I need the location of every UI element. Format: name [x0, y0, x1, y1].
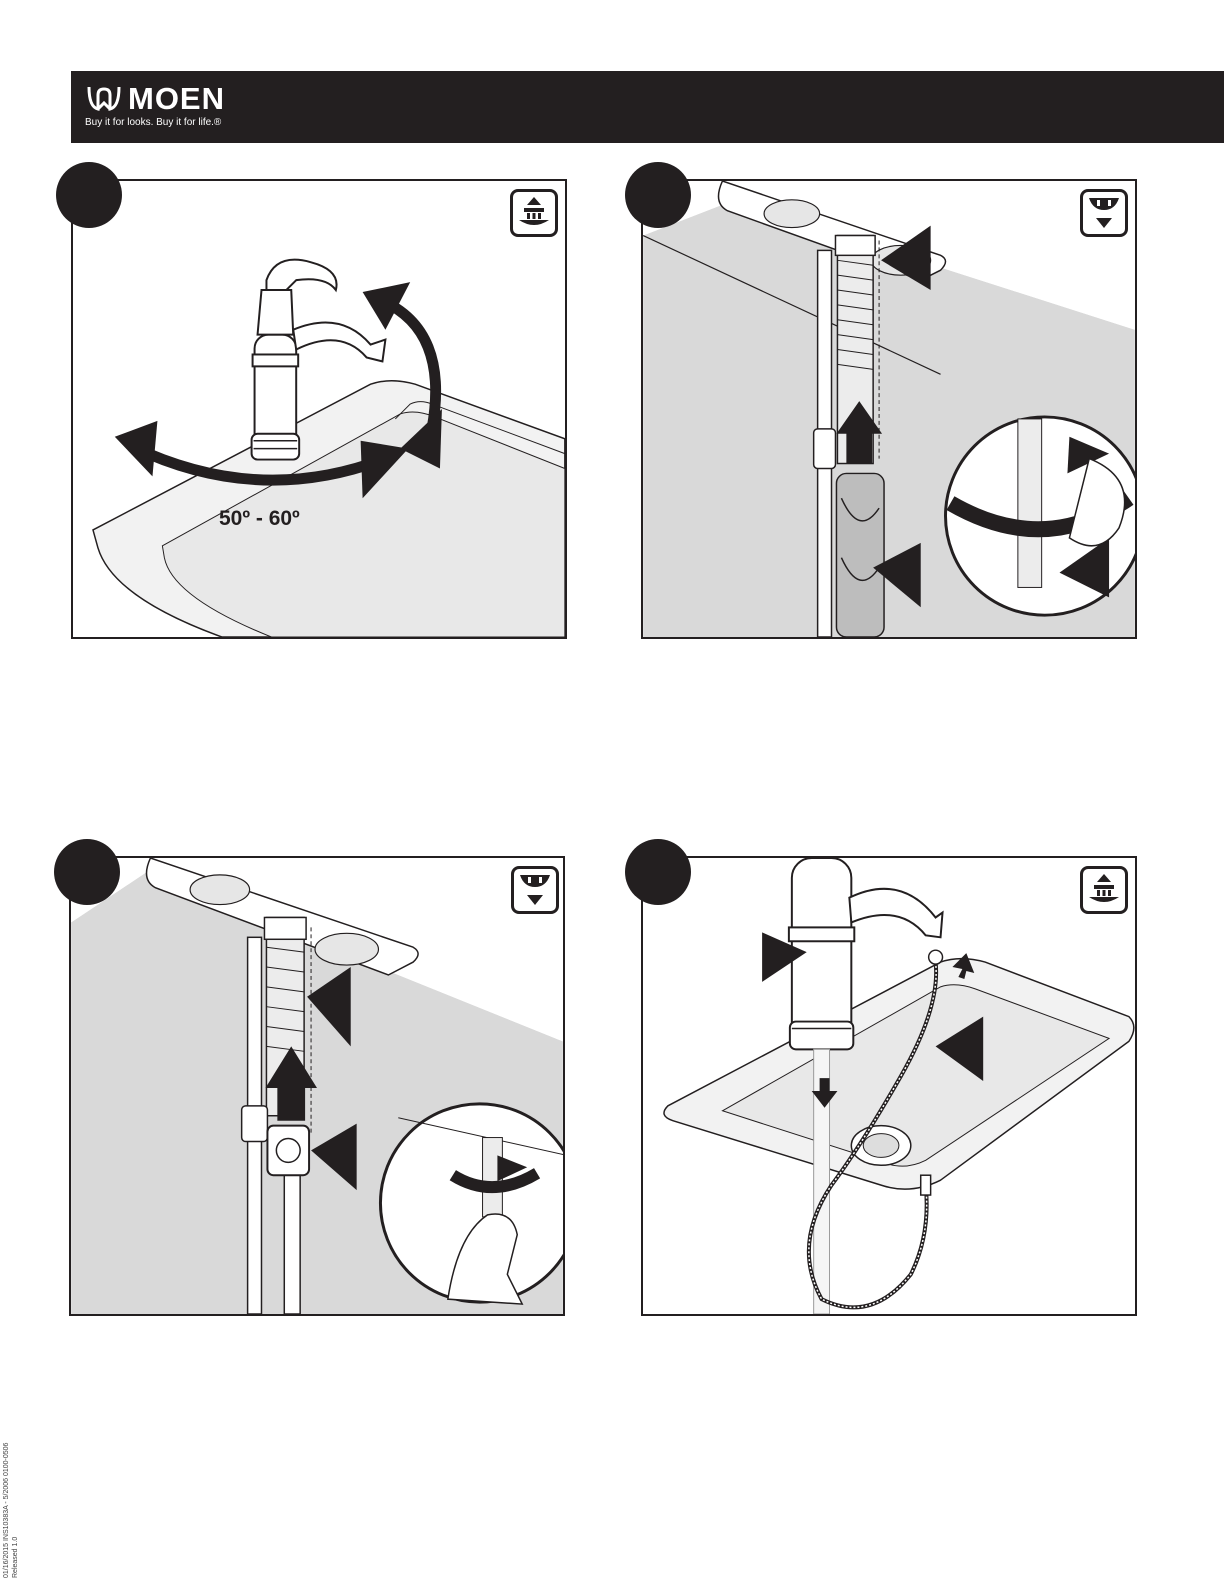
step-4-location-badge — [1080, 866, 1128, 914]
brand-name: MOEN — [128, 82, 225, 116]
step-3-circle — [54, 839, 120, 905]
above-sink-icon — [1085, 871, 1123, 909]
step-3-location-badge — [511, 866, 559, 914]
above-sink-icon — [515, 194, 553, 232]
faucet-rotation-illustration — [73, 181, 565, 637]
document-id: 01/16/2015 INS10383A - 5/2006 0100-0506 … — [2, 1443, 20, 1578]
step-1-location-badge — [510, 189, 558, 237]
moen-logo-icon — [86, 83, 122, 113]
brand-header: MOEN Buy it for looks. Buy it for life.® — [71, 71, 1224, 143]
document-id-line-2: Released 1.0 — [11, 1443, 20, 1578]
hose-feed-illustration — [643, 858, 1135, 1314]
step-panel-1: 50º - 60º — [71, 179, 567, 639]
step-panel-3 — [69, 856, 565, 1316]
hose-connection-illustration — [643, 181, 1135, 637]
below-sink-icon — [1085, 194, 1123, 232]
step-2-circle — [625, 162, 691, 228]
step-1-circle — [56, 162, 122, 228]
step-panel-2 — [641, 179, 1137, 639]
step-panel-4 — [641, 856, 1137, 1316]
step-2-location-badge — [1080, 189, 1128, 237]
step-4-circle — [625, 839, 691, 905]
document-id-line-1: 01/16/2015 INS10383A - 5/2006 0100-0506 — [2, 1443, 11, 1578]
below-sink-icon — [516, 871, 554, 909]
rotation-angle-label: 50º - 60º — [219, 507, 300, 531]
supply-line-illustration — [71, 858, 563, 1314]
brand-tagline: Buy it for looks. Buy it for life.® — [85, 117, 221, 129]
